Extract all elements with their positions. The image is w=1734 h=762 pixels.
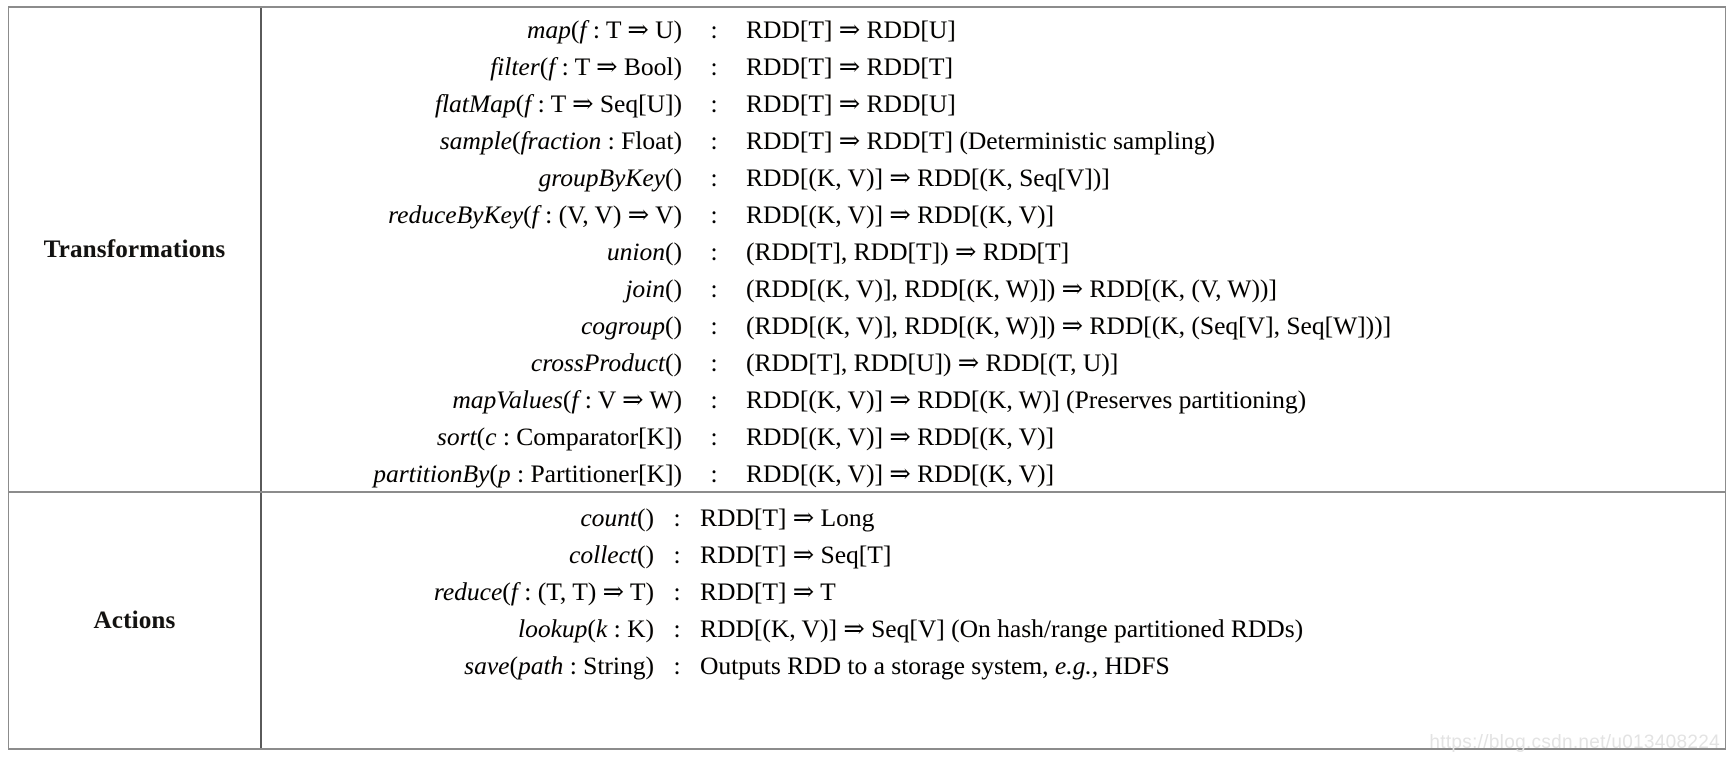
- table-row: mapValues(f : V ⇒ W) : RDD[(K, V)] ⇒ RDD…: [262, 381, 1725, 418]
- signature-cell: sample(fraction : Float): [439, 126, 682, 155]
- type-cell: RDD[T] ⇒ RDD[T]: [746, 52, 953, 81]
- table-section-transformations: Transformations map(f : T ⇒ U) : RDD[T] …: [9, 8, 1725, 491]
- type-cell: RDD[T] ⇒ Long: [700, 503, 875, 532]
- signature-cell: groupByKey(): [538, 163, 682, 192]
- signature-cell: partitionBy(p : Partitioner[K]): [373, 459, 682, 488]
- table-section-actions: Actions count() : RDD[T] ⇒ Long collect(…: [9, 491, 1725, 748]
- type-cell: (RDD[(K, V)], RDD[(K, W)]) ⇒ RDD[(K, (V,…: [746, 274, 1277, 303]
- table-row: count() : RDD[T] ⇒ Long: [262, 499, 1725, 536]
- type-cell: (RDD[(K, V)], RDD[(K, W)]) ⇒ RDD[(K, (Se…: [746, 311, 1392, 340]
- transformations-rows: map(f : T ⇒ U) : RDD[T] ⇒ RDD[U] filter(…: [262, 8, 1725, 491]
- colon-separator: :: [710, 422, 718, 451]
- colon-separator: :: [710, 15, 718, 44]
- colon-separator: :: [673, 614, 681, 643]
- type-cell: (RDD[T], RDD[T]) ⇒ RDD[T]: [746, 237, 1070, 266]
- colon-separator: :: [673, 577, 681, 606]
- colon-separator: :: [673, 503, 681, 532]
- signature-cell: reduce(f : (T, T) ⇒ T): [433, 577, 654, 606]
- signature-cell: cogroup(): [580, 311, 682, 340]
- signature-cell: reduceByKey(f : (V, V) ⇒ V): [388, 200, 682, 229]
- table-row: crossProduct() : (RDD[T], RDD[U]) ⇒ RDD[…: [262, 344, 1725, 381]
- type-cell: RDD[(K, V)] ⇒ RDD[(K, V)]: [746, 422, 1055, 451]
- signature-cell: save(path : String): [464, 651, 654, 680]
- colon-separator: :: [710, 274, 718, 303]
- signature-cell: sort(c : Comparator[K]): [436, 422, 682, 451]
- type-cell: (RDD[T], RDD[U]) ⇒ RDD[(T, U)]: [746, 348, 1119, 377]
- colon-separator: :: [710, 52, 718, 81]
- colon-separator: :: [673, 540, 681, 569]
- table-row: reduce(f : (T, T) ⇒ T) : RDD[T] ⇒ T: [262, 573, 1725, 610]
- type-cell: RDD[(K, V)] ⇒ RDD[(K, Seq[V])]: [746, 163, 1110, 192]
- type-cell: Outputs RDD to a storage system, e.g., H…: [700, 651, 1170, 680]
- type-cell: RDD[(K, V)] ⇒ RDD[(K, V)]: [746, 200, 1055, 229]
- signature-cell: crossProduct(): [530, 348, 682, 377]
- table-row: reduceByKey(f : (V, V) ⇒ V) : RDD[(K, V)…: [262, 196, 1725, 233]
- type-cell: RDD[T] ⇒ RDD[T] (Deterministic sampling): [746, 126, 1215, 155]
- table-row: flatMap(f : T ⇒ Seq[U]) : RDD[T] ⇒ RDD[U…: [262, 85, 1725, 122]
- signature-cell: lookup(k : K): [518, 614, 654, 643]
- table-row: union() : (RDD[T], RDD[T]) ⇒ RDD[T]: [262, 233, 1725, 270]
- table-row: sample(fraction : Float) : RDD[T] ⇒ RDD[…: [262, 122, 1725, 159]
- signature-cell: mapValues(f : V ⇒ W): [452, 385, 682, 414]
- table-row: cogroup() : (RDD[(K, V)], RDD[(K, W)]) ⇒…: [262, 307, 1725, 344]
- rdd-api-table: Transformations map(f : T ⇒ U) : RDD[T] …: [8, 6, 1726, 750]
- signature-cell: map(f : T ⇒ U): [526, 15, 682, 44]
- section-label-actions: Actions: [93, 606, 176, 634]
- type-cell: RDD[(K, V)] ⇒ RDD[(K, W)] (Preserves par…: [746, 385, 1307, 414]
- type-cell: RDD[T] ⇒ T: [700, 577, 836, 606]
- type-cell: RDD[T] ⇒ RDD[U]: [746, 15, 956, 44]
- table-row: join() : (RDD[(K, V)], RDD[(K, W)]) ⇒ RD…: [262, 270, 1725, 307]
- signature-cell: join(): [625, 274, 682, 303]
- section-label-transformations: Transformations: [43, 235, 226, 263]
- section-label-cell: Actions: [9, 493, 262, 748]
- colon-separator: :: [710, 89, 718, 118]
- type-cell: RDD[(K, V)] ⇒ RDD[(K, V)]: [746, 459, 1055, 488]
- table-row: map(f : T ⇒ U) : RDD[T] ⇒ RDD[U]: [262, 11, 1725, 48]
- section-label-cell: Transformations: [9, 8, 262, 491]
- table-row: lookup(k : K) : RDD[(K, V)] ⇒ Seq[V] (On…: [262, 610, 1725, 647]
- table-row: sort(c : Comparator[K]) : RDD[(K, V)] ⇒ …: [262, 418, 1725, 455]
- signature-cell: flatMap(f : T ⇒ Seq[U]): [434, 89, 682, 118]
- type-cell: RDD[(K, V)] ⇒ Seq[V] (On hash/range part…: [700, 614, 1304, 643]
- colon-separator: :: [710, 237, 718, 266]
- colon-separator: :: [710, 385, 718, 414]
- colon-separator: :: [673, 651, 681, 680]
- colon-separator: :: [710, 126, 718, 155]
- type-cell: RDD[T] ⇒ Seq[T]: [700, 540, 892, 569]
- table-row: groupByKey() : RDD[(K, V)] ⇒ RDD[(K, Seq…: [262, 159, 1725, 196]
- type-cell: RDD[T] ⇒ RDD[U]: [746, 89, 956, 118]
- table-row: filter(f : T ⇒ Bool) : RDD[T] ⇒ RDD[T]: [262, 48, 1725, 85]
- signature-cell: count(): [580, 503, 654, 532]
- colon-separator: :: [710, 348, 718, 377]
- colon-separator: :: [710, 311, 718, 340]
- signature-cell: collect(): [569, 540, 654, 569]
- table-row: partitionBy(p : Partitioner[K]) : RDD[(K…: [262, 455, 1725, 492]
- colon-separator: :: [710, 163, 718, 192]
- table-row: collect() : RDD[T] ⇒ Seq[T]: [262, 536, 1725, 573]
- table-row: save(path : String) : Outputs RDD to a s…: [262, 647, 1725, 684]
- signature-cell: union(): [606, 237, 682, 266]
- signature-cell: filter(f : T ⇒ Bool): [490, 52, 682, 81]
- actions-rows: count() : RDD[T] ⇒ Long collect() : RDD[…: [262, 493, 1725, 748]
- colon-separator: :: [710, 459, 718, 488]
- colon-separator: :: [710, 200, 718, 229]
